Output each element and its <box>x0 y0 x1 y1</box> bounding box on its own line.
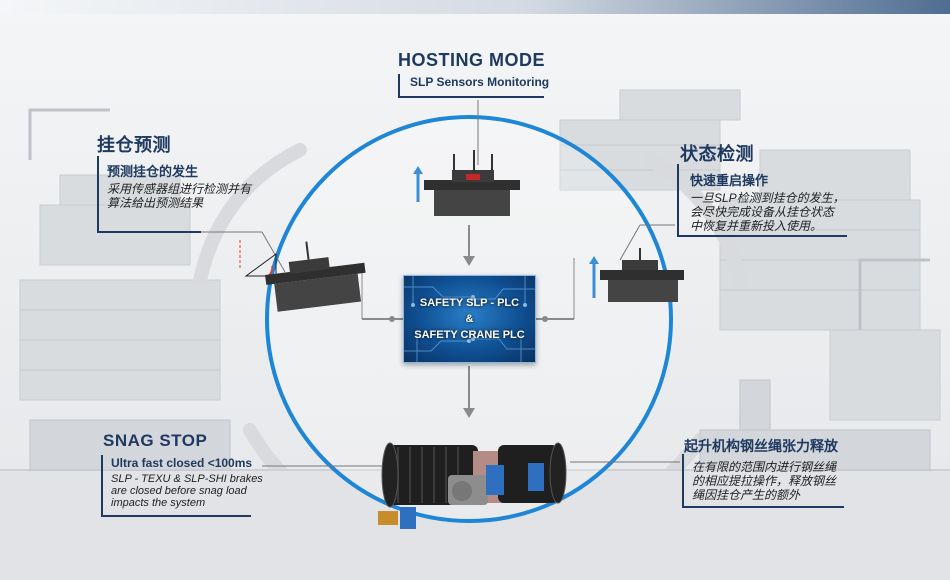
snag-stop-desc-line: impacts the system <box>111 497 206 509</box>
hosting-mode-callout: HOSTING MODE SLP Sensors Monitoring <box>398 50 549 89</box>
spreader-right-image <box>589 248 684 302</box>
status-detection-callout: 状态检测 快速重启操作 一旦SLP检测到挂仓的发生， 会尽快完成设备从挂仓状态 … <box>680 140 845 233</box>
safety-plc-box: SAFETY SLP - PLC & SAFETY CRANE PLC <box>403 275 536 363</box>
rope-tension-release-bar <box>682 454 684 508</box>
snag-stop-bar <box>101 455 103 517</box>
rope-tension-release-desc-line: 绳因挂仓产生的额外 <box>692 488 801 502</box>
status-detection-underline <box>677 235 847 237</box>
hosting-mode-subtitle: SLP Sensors Monitoring <box>410 75 550 89</box>
arrow-head-bottom <box>463 408 475 418</box>
status-detection-subtitle: 快速重启操作 <box>690 173 769 188</box>
plc-line-2: & <box>465 313 474 325</box>
top-banner <box>0 0 950 14</box>
status-detection-desc-line: 中恢复并重新投入使用。 <box>690 219 823 233</box>
snag-prediction-bar <box>97 156 99 232</box>
arrow-head-top <box>463 256 475 266</box>
rope-tension-release-description: 在有限的范围内进行钢丝绳 的相应提拉操作，释放钢丝 绳因挂仓产生的额外 <box>692 460 838 502</box>
spreader-left-tilted-image <box>239 240 366 312</box>
hoist-winch-image <box>378 442 567 529</box>
rope-tension-release-underline <box>682 506 844 508</box>
status-detection-title: 状态检测 <box>680 144 754 164</box>
snag-prediction-callout: 挂仓预测 预测挂仓的发生 采用传感器组进行检测并有 算法给出预测结果 <box>97 131 251 210</box>
snag-stop-description: SLP - TEXU & SLP-SHI brakes are closed b… <box>111 473 263 509</box>
snag-prediction-subtitle: 预测挂仓的发生 <box>107 164 199 179</box>
spreader-top-image <box>413 150 520 216</box>
plc-line-3: SAFETY CRANE PLC <box>414 329 525 341</box>
hosting-mode-bar <box>398 74 400 98</box>
status-detection-desc-line: 一旦SLP检测到挂仓的发生， <box>690 191 845 205</box>
hosting-mode-title: HOSTING MODE <box>398 50 546 70</box>
rope-tension-release-desc-line: 的相应提拉操作，释放钢丝 <box>692 474 837 488</box>
circuit-pattern <box>403 275 536 363</box>
snag-prediction-title: 挂仓预测 <box>97 135 171 155</box>
snag-stop-underline <box>101 515 251 517</box>
rope-tension-release-title: 起升机构钢丝绳张力释放 <box>684 438 838 454</box>
status-detection-bar <box>677 164 679 236</box>
hosting-mode-underline <box>398 96 544 98</box>
rope-tension-release-desc-line: 在有限的范围内进行钢丝绳 <box>692 460 837 474</box>
snag-stop-desc-line: are closed before snag load <box>111 485 247 497</box>
snag-prediction-description: 采用传感器组进行检测并有 算法给出预测结果 <box>107 182 251 210</box>
rope-tension-release-callout: 起升机构钢丝绳张力释放 在有限的范围内进行钢丝绳 的相应提拉操作，释放钢丝 绳因… <box>684 436 838 502</box>
snag-prediction-desc-line: 采用传感器组进行检测并有 <box>107 182 252 196</box>
snag-prediction-underline <box>97 231 201 233</box>
plc-line-1: SAFETY SLP - PLC <box>419 297 520 309</box>
snag-stop-callout: SNAG STOP Ultra fast closed <100ms SLP -… <box>103 431 263 509</box>
snag-stop-subtitle: Ultra fast closed <100ms <box>111 456 253 470</box>
snag-stop-desc-line: SLP - TEXU & SLP-SHI brakes <box>111 473 263 485</box>
snag-prediction-desc-line: 算法给出预测结果 <box>107 196 204 210</box>
status-detection-description: 一旦SLP检测到挂仓的发生， 会尽快完成设备从挂仓状态 中恢复并重新投入使用。 <box>690 191 845 233</box>
snag-stop-title: SNAG STOP <box>103 431 208 450</box>
status-detection-desc-line: 会尽快完成设备从挂仓状态 <box>690 205 835 219</box>
